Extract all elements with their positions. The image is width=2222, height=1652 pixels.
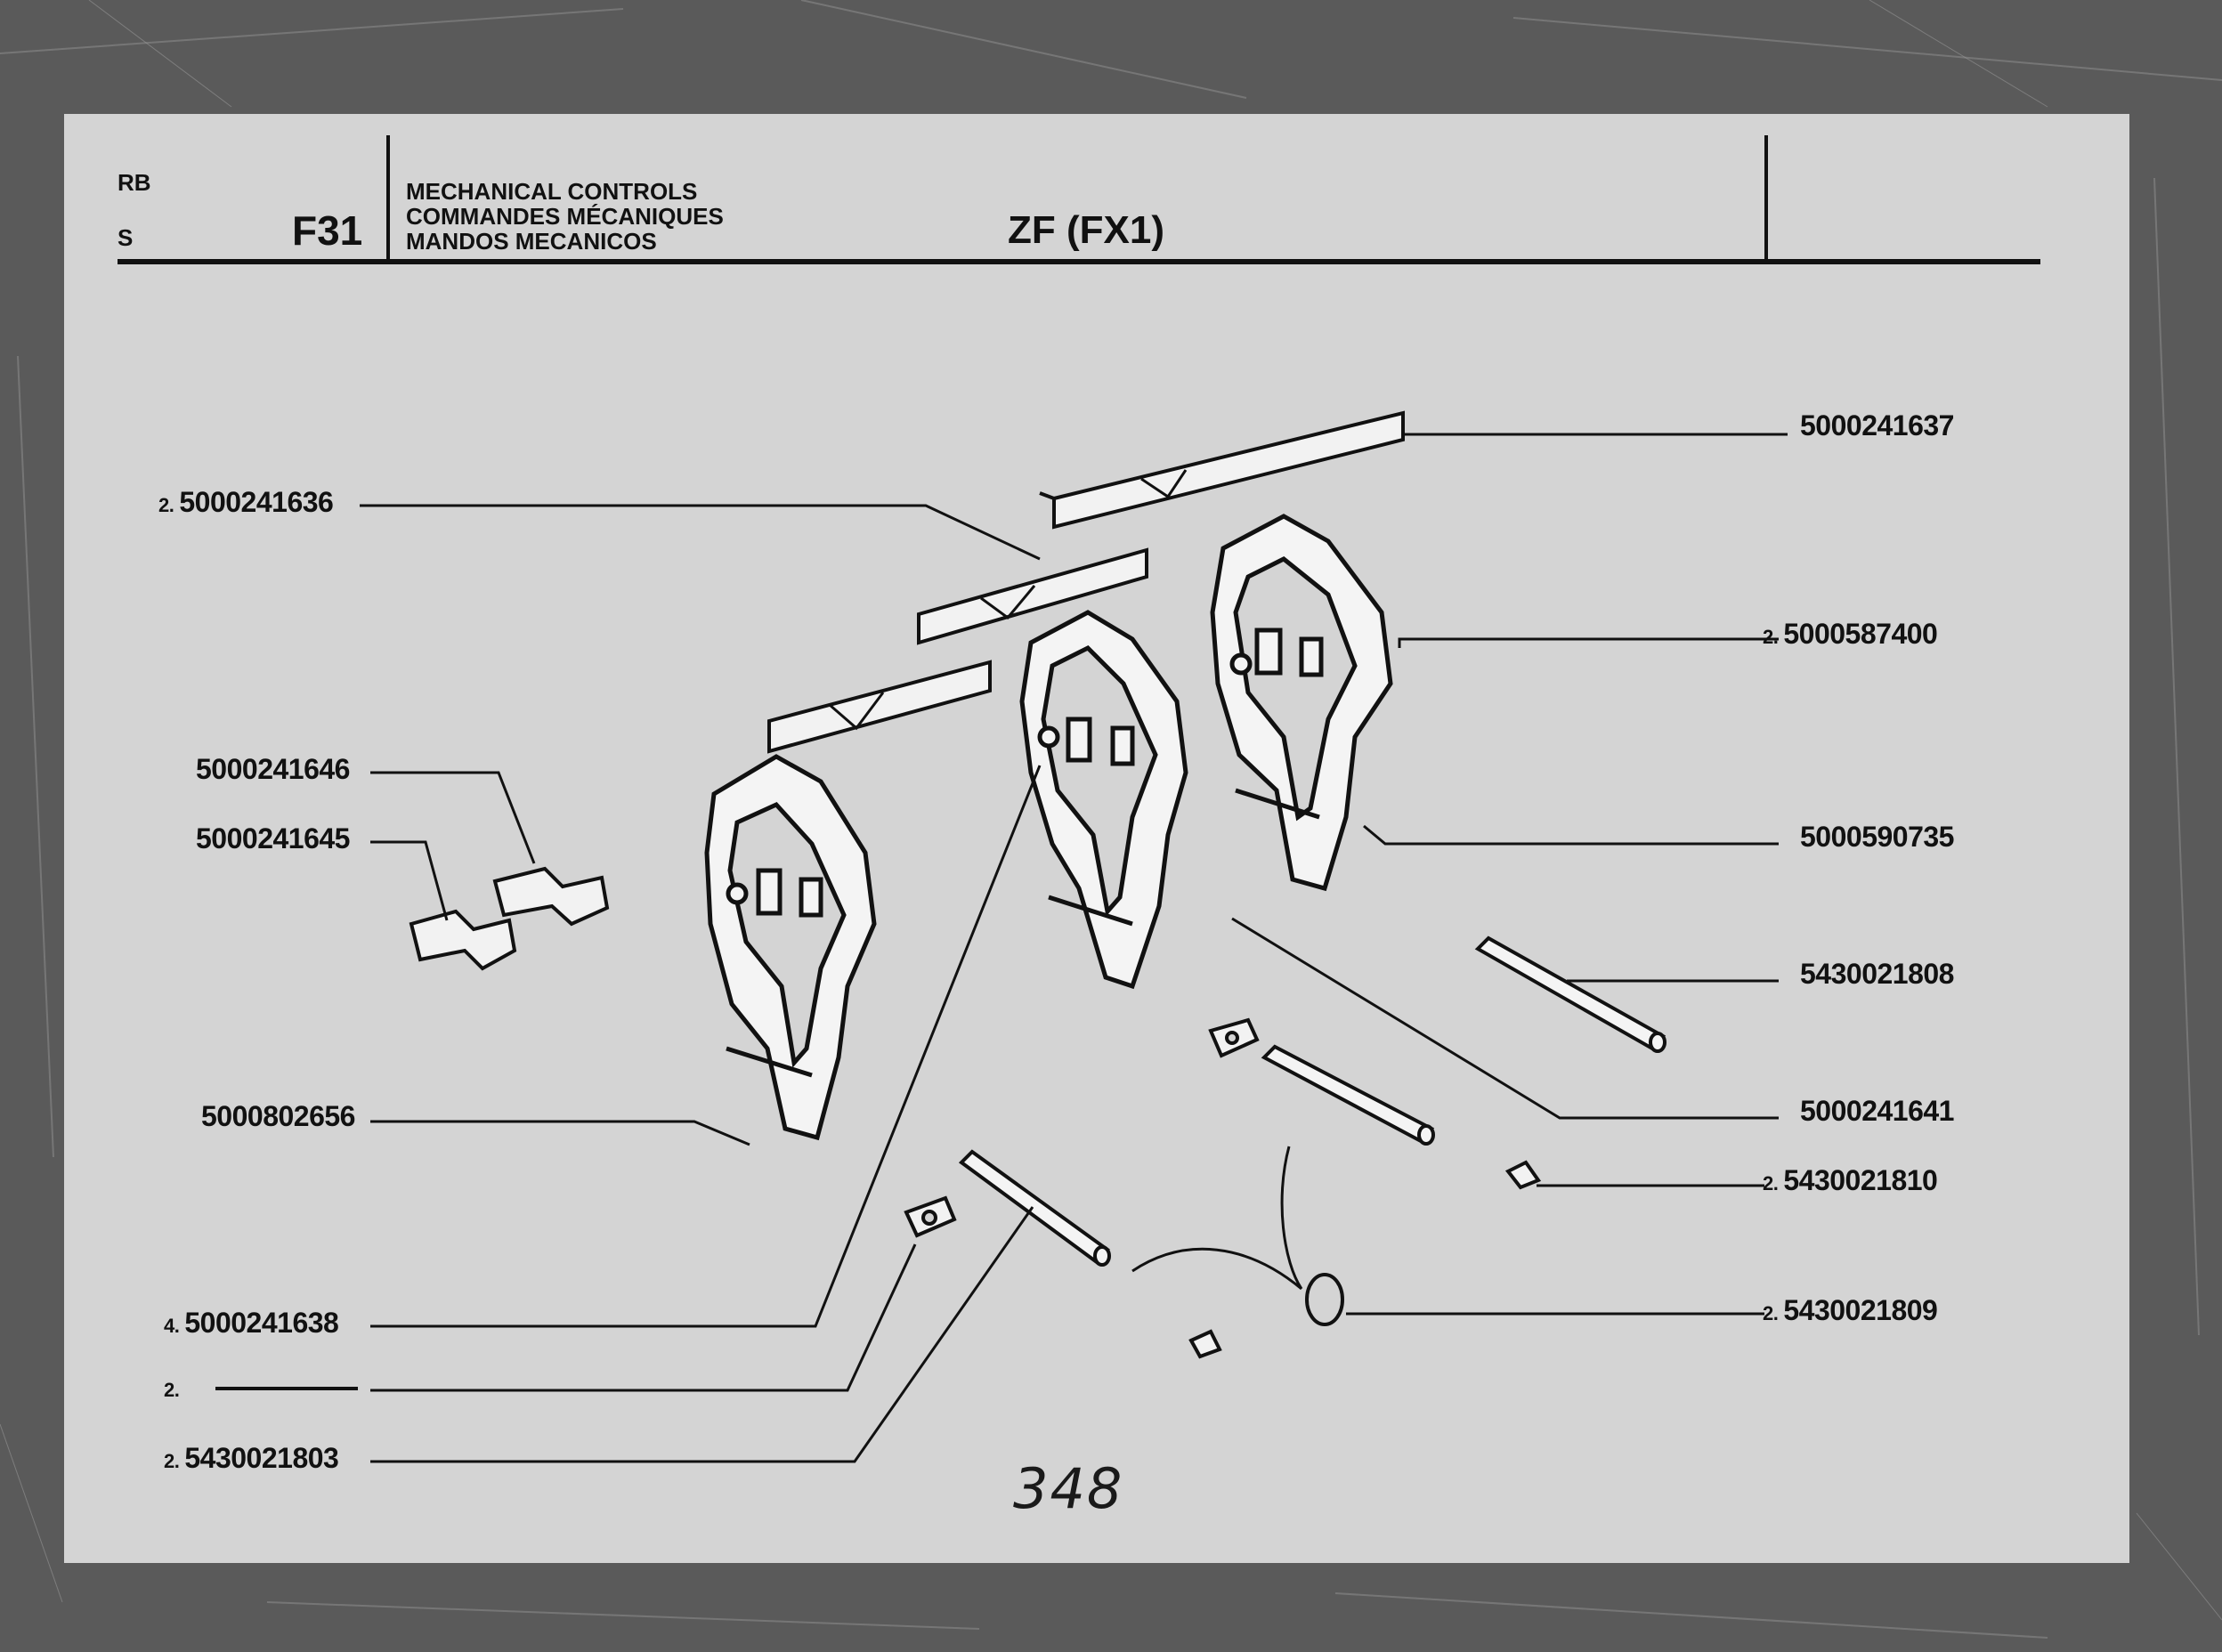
part-label-left: 5000241646 bbox=[196, 753, 350, 785]
leader-lines-right bbox=[1231, 433, 1788, 1316]
part-label-right: 2.5430021809 bbox=[1763, 1294, 1938, 1326]
part-label-left: 2. bbox=[164, 1379, 180, 1401]
clip-5000241645 bbox=[409, 909, 517, 971]
page-number: 348 bbox=[1013, 1456, 1124, 1521]
leader-lines-left bbox=[360, 504, 1042, 1463]
part-label-right: 2.5430021810 bbox=[1763, 1164, 1938, 1196]
shaft-5430021808 bbox=[1474, 935, 1666, 1053]
model-title: ZF (FX1) bbox=[1008, 208, 1164, 252]
shaft-5000241641 bbox=[1261, 1044, 1435, 1146]
frame-right bbox=[1210, 514, 1393, 892]
code-s: S bbox=[118, 224, 134, 251]
part-label-right: 5430021808 bbox=[1800, 958, 1954, 990]
part-label-right: 5000241637 bbox=[1800, 409, 1954, 441]
header-rules bbox=[118, 135, 2040, 264]
bracket-line bbox=[1131, 1146, 1303, 1291]
screw-5430021810 bbox=[1504, 1160, 1542, 1190]
rail-5000241636a bbox=[917, 547, 1148, 645]
frame-middle bbox=[1019, 610, 1188, 990]
part-label-right: 5000241641 bbox=[1800, 1095, 1954, 1127]
part-label-left: 5000241645 bbox=[196, 822, 350, 854]
section-code: F31 bbox=[292, 207, 363, 254]
oring-5430021809 bbox=[1305, 1273, 1344, 1326]
part-label-left: 5000802656 bbox=[201, 1100, 355, 1132]
code-rb: RB bbox=[118, 169, 151, 196]
shaft-5430021803 bbox=[958, 1149, 1111, 1267]
rail-5000241637 bbox=[1052, 410, 1405, 530]
screw-lower bbox=[1188, 1329, 1222, 1359]
title-es: MANDOS MECANICOS bbox=[406, 228, 657, 255]
title-fr: COMMANDES MÉCANIQUES bbox=[406, 203, 724, 230]
title-en: MECHANICAL CONTROLS bbox=[406, 178, 698, 205]
parts-sheet: RB S F31 MECHANICAL CONTROLS COMMANDES M… bbox=[64, 114, 2129, 1563]
rail-5000241636b bbox=[767, 660, 992, 754]
clip-5000241646 bbox=[492, 866, 610, 927]
part-label-left: 2.5000241636 bbox=[158, 486, 334, 518]
exploded-view-diagram bbox=[118, 135, 2040, 1463]
part-label-left: 2.5430021803 bbox=[164, 1442, 339, 1474]
part-label-left: 4.5000241638 bbox=[164, 1307, 339, 1339]
part-label-right: 2.5000587400 bbox=[1763, 618, 1938, 650]
part-label-right: 5000590735 bbox=[1800, 821, 1954, 853]
frame-left bbox=[704, 754, 877, 1141]
